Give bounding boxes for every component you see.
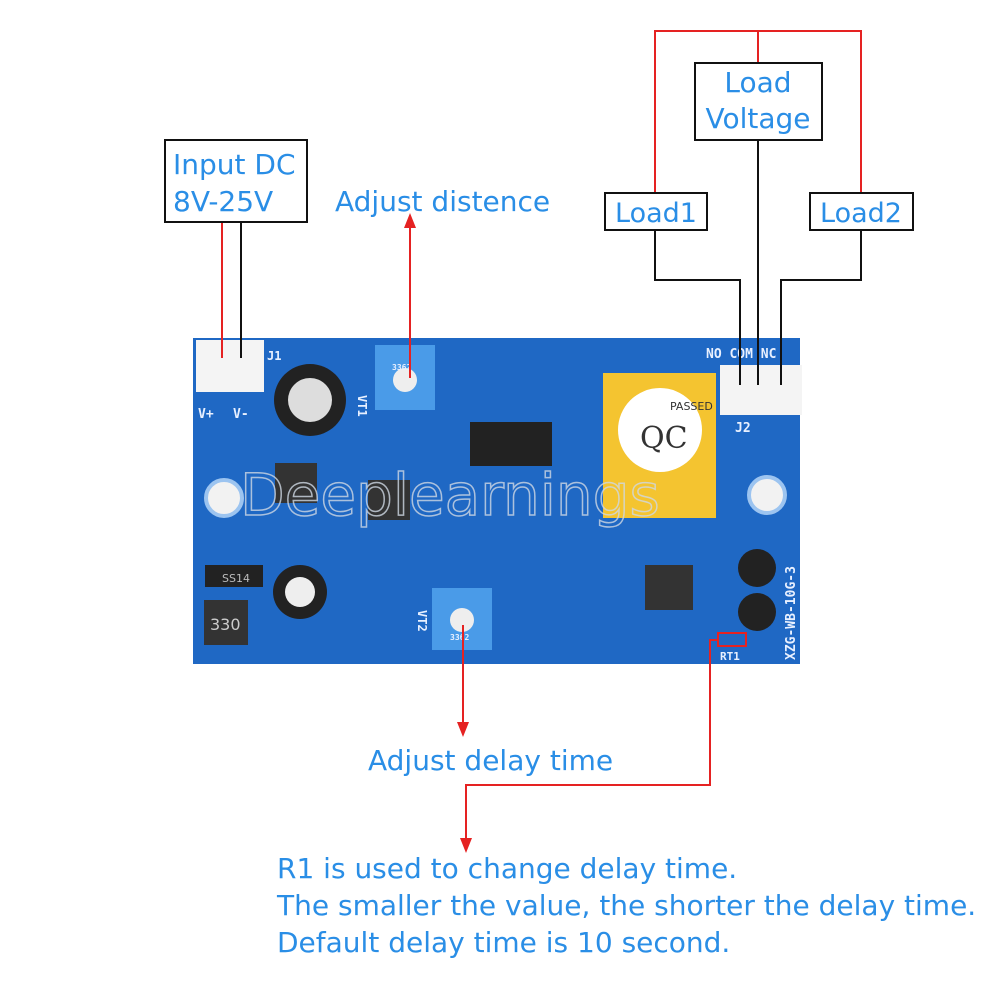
distance-arrow [404, 213, 416, 378]
input-voltage-label: 8V-25V [173, 185, 273, 218]
adjust-delay-label: Adjust delay time [368, 744, 613, 777]
vt1-code: 3362 [392, 363, 411, 372]
load-voltage-box: Load Voltage [694, 62, 823, 141]
passed-text: PASSED [670, 400, 713, 413]
input-wires [221, 222, 242, 358]
j2-label: J2 [735, 421, 751, 436]
load-voltage-label-1: Load [724, 66, 791, 99]
adjust-distance-label: Adjust distence [335, 185, 550, 218]
rt1-arrow [460, 639, 718, 853]
qc-sticker: QC [640, 421, 688, 456]
input-dc-box: Input DC 8V-25V [164, 139, 308, 223]
diode-label: SS14 [222, 572, 250, 585]
load-wires [654, 30, 862, 385]
relay-pins-label: NO COM NC [706, 347, 776, 362]
watermark: Deeplearnings [240, 461, 660, 529]
load1-box: Load1 [604, 192, 708, 231]
vt1-label: VT1 [355, 395, 369, 417]
connector-j2 [720, 365, 802, 415]
model-label: XZG-WB-10G-3 [784, 566, 799, 660]
inductor-l2 [204, 600, 248, 645]
connector-j1 [196, 340, 264, 392]
vminus-label: V- [233, 407, 249, 422]
ic-u3 [470, 422, 552, 466]
j1-label: J1 [267, 349, 281, 363]
note-line-3: Default delay time is 10 second. [277, 926, 730, 959]
load2-box: Load2 [809, 192, 914, 231]
note-line-2: The smaller the value, the shorter the d… [276, 889, 976, 922]
delay-arrow [457, 625, 469, 737]
load-voltage-label-2: Voltage [705, 102, 810, 135]
load1-label: Load1 [615, 198, 697, 229]
input-dc-label: Input DC [173, 148, 296, 181]
inductor-label: 330 [210, 615, 241, 634]
vplus-label: V+ [198, 407, 214, 422]
load2-label: Load2 [820, 198, 902, 229]
note-line-1: R1 is used to change delay time. [277, 852, 737, 885]
vt2-label: VT2 [415, 610, 429, 632]
rt1-label: RT1 [720, 650, 740, 663]
pcb-board: QC PASSED 330 SS14 V+ V- J1 NO COM NC J2… [193, 338, 802, 664]
vt2-code: 3362 [450, 633, 469, 642]
